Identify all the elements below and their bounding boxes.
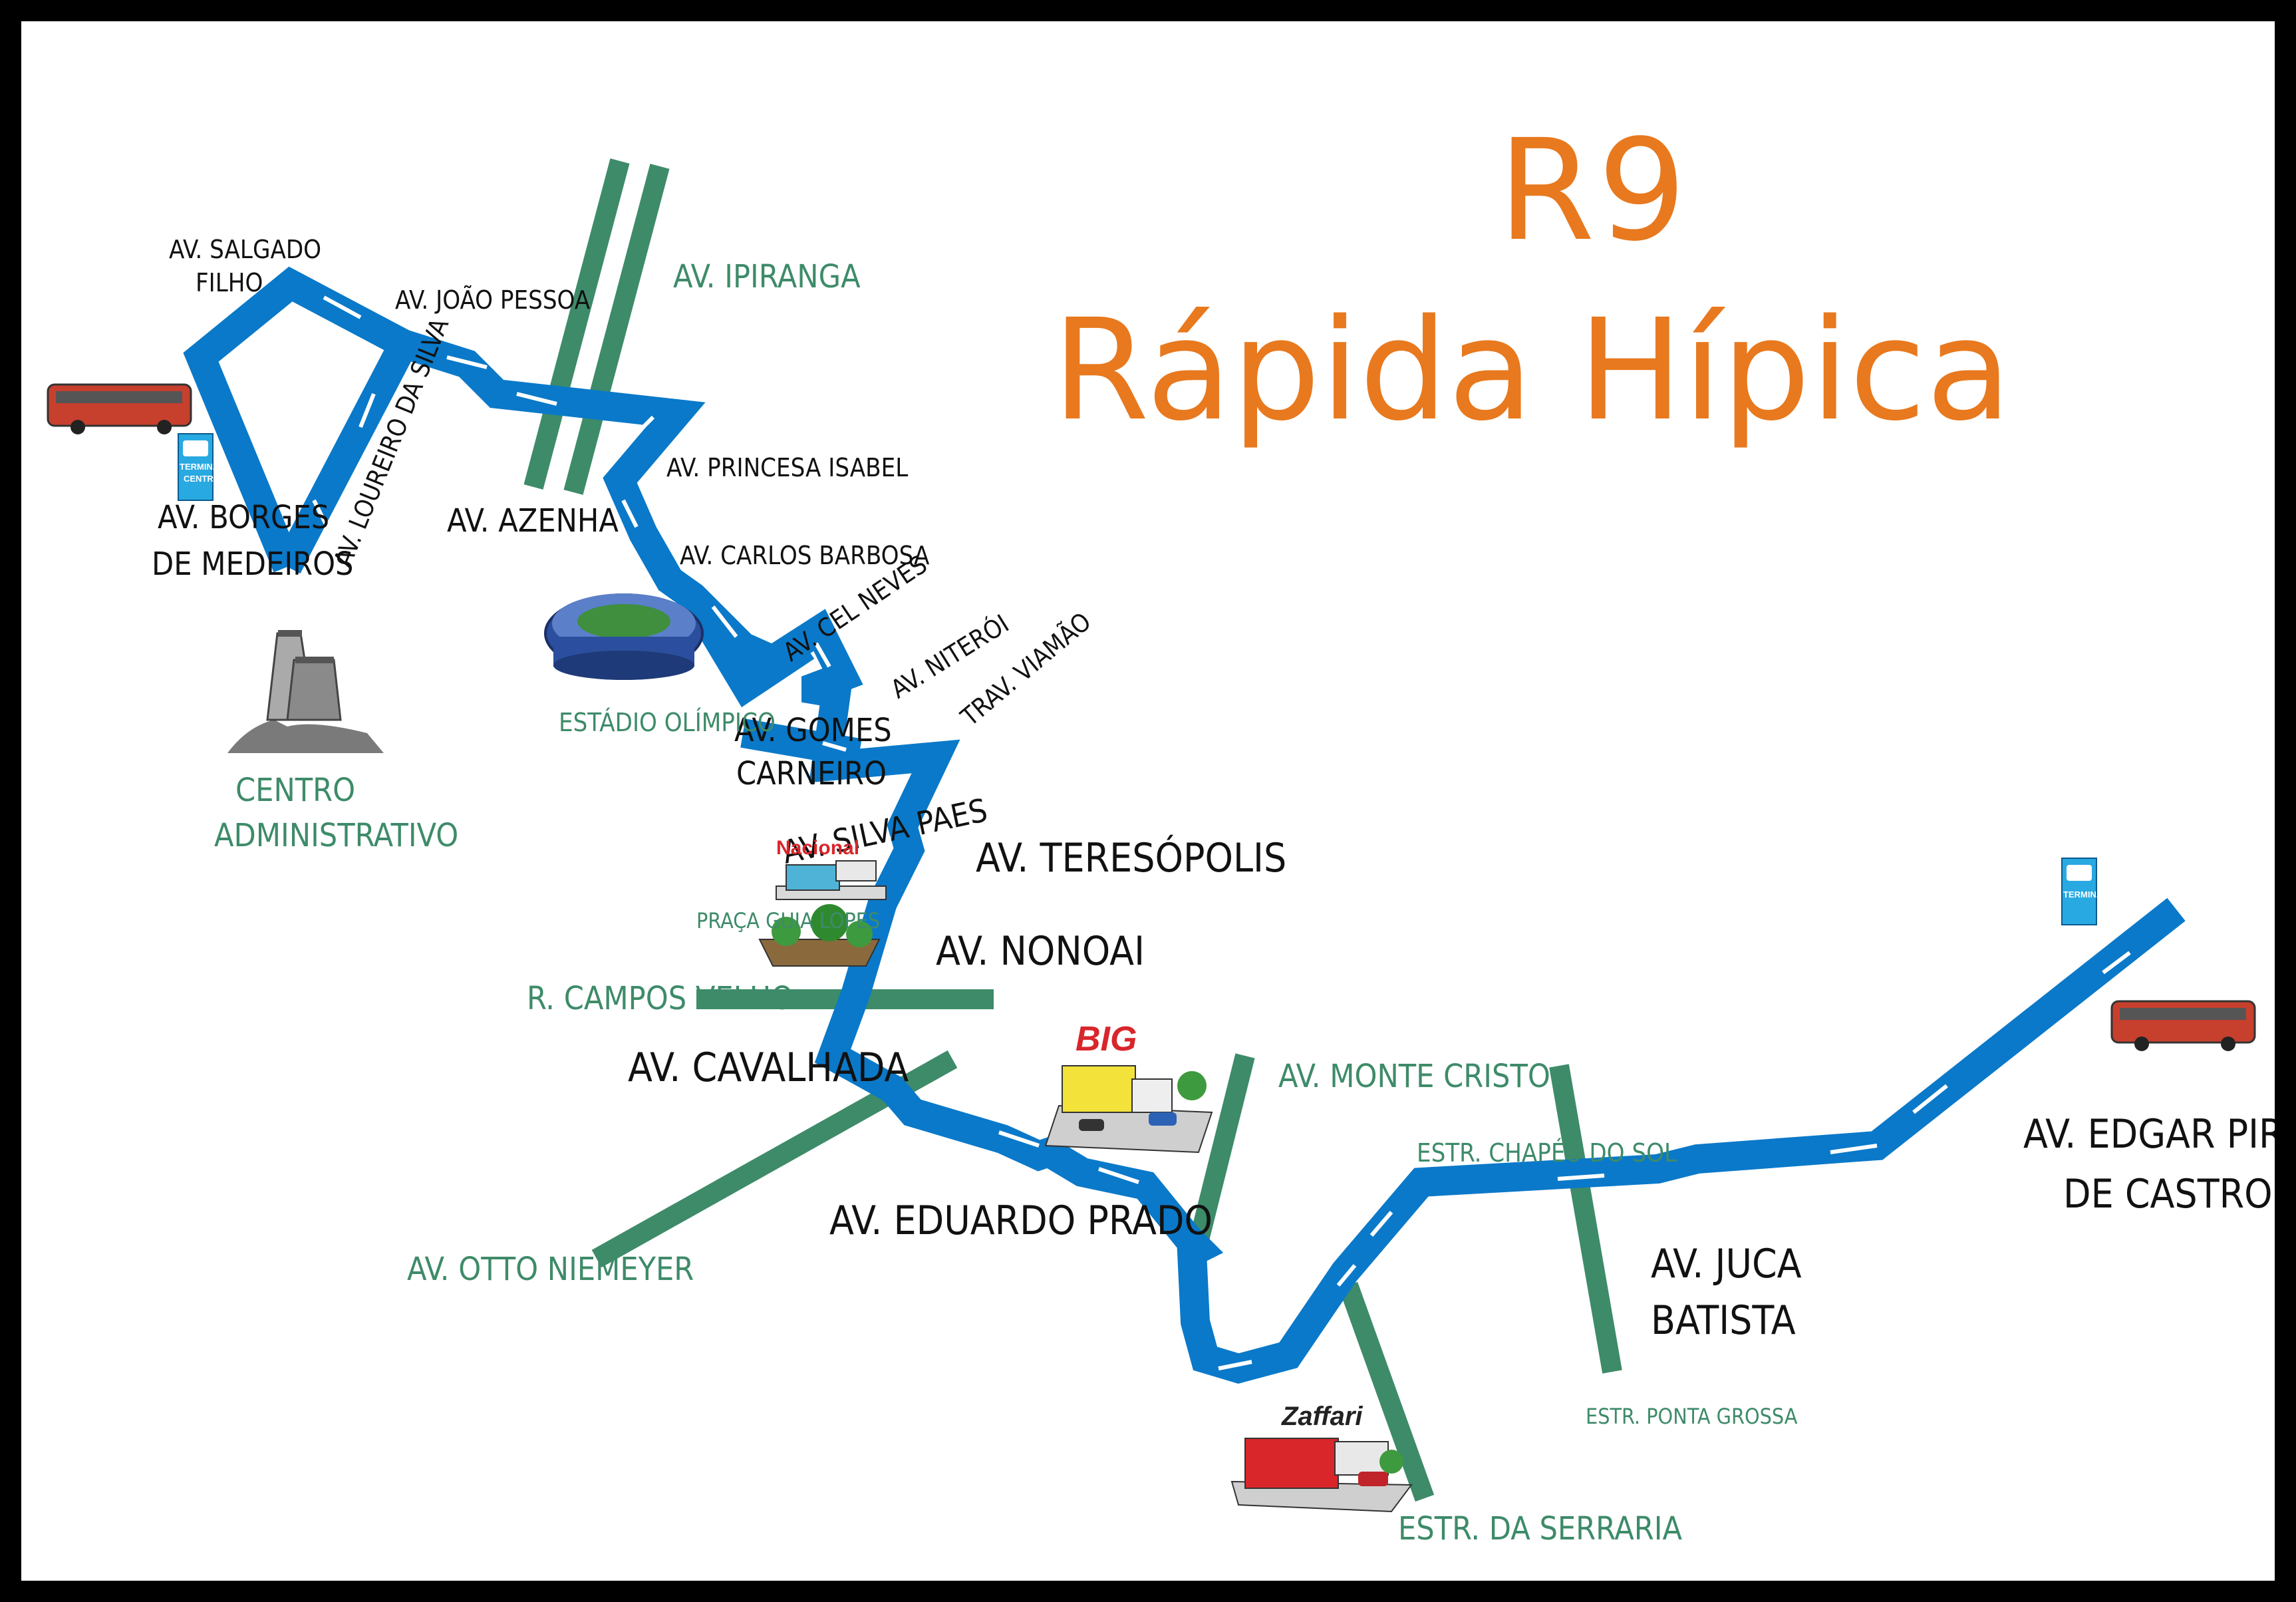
arrow [359, 393, 376, 428]
label-chapeu-do-sol: ESTR. CHAPÉU DO SOL [1417, 1138, 1677, 1168]
arrow [312, 499, 329, 528]
label-otto-niemeyer: AV. OTTO NIEMEYER [407, 1251, 694, 1288]
nacional-store-icon [776, 860, 887, 900]
bus-icon-left [47, 383, 192, 434]
label-big: BIG [1076, 1020, 1137, 1058]
big-store-icon [1044, 1065, 1213, 1154]
stadium-icon [544, 593, 704, 680]
label-nacional: Nacional [776, 837, 860, 859]
terminal-centro-sign [178, 433, 214, 501]
label-joao-pessoa: AV. JOÃO PESSOA [395, 285, 591, 315]
arrow [446, 355, 488, 369]
label-gomes-2: CARNEIRO [736, 755, 887, 792]
ponta-grossa-line [1549, 1064, 1622, 1374]
bus-icon-right [2110, 1000, 2256, 1051]
label-nonoai: AV. NONOAI [936, 928, 1145, 975]
label-edgar-1: AV. EDGAR PIRES [2023, 1111, 2275, 1158]
label-salgado-filho-2: FILHO [196, 268, 263, 297]
label-azenha: AV. AZENHA [447, 502, 619, 540]
arrow [1098, 1167, 1139, 1184]
serraria-line [1338, 1281, 1435, 1502]
ipiranga-line-1 [523, 158, 630, 490]
arrow [2102, 951, 2131, 975]
label-carlos-barbosa: AV. CARLOS BARBOSA [680, 541, 930, 570]
arrow [1369, 1211, 1393, 1237]
label-estadio: ESTÁDIO OLÍMPICO [559, 708, 776, 737]
label-juca-1: AV. JUCA [1651, 1241, 1802, 1287]
praca-guia-lopes-icon [758, 904, 881, 967]
ipiranga-line-2 [563, 164, 670, 495]
arrow [638, 415, 655, 432]
arrow [323, 295, 362, 319]
label-salgado-filho-1: AV. SALGADO [169, 235, 322, 264]
route-main [399, 330, 2186, 1384]
label-ponta-grossa: ESTR. PONTA GROSSA [1586, 1404, 1798, 1429]
arrow [621, 499, 639, 528]
arrow [1218, 1360, 1252, 1370]
label-cavalhada: AV. CAVALHADA [628, 1044, 909, 1091]
arrow [822, 741, 847, 752]
route-gomes-carneiro [694, 612, 815, 708]
route-code: R9 [1498, 109, 1689, 272]
label-praca: PRAÇA GUIA LOPES [696, 908, 881, 933]
terminal-end-sign [2061, 858, 2097, 925]
label-monte-cristo: AV. MONTE CRISTO [1278, 1058, 1550, 1095]
route-name: Rápida Hípica [1052, 289, 2012, 452]
label-edgar-2: DE CASTRO [2063, 1171, 2273, 1217]
arrow [1830, 1144, 1878, 1154]
label-serraria: ESTR. DA SERRARIA [1398, 1510, 1682, 1547]
label-borges-1: AV. BORGES [158, 499, 330, 536]
terminal-end-text: TERMINAL [2063, 889, 2108, 899]
arrow [1912, 1084, 1948, 1114]
terminal-centro-text-1: TERMINAL [180, 462, 225, 472]
label-princesa-isabel: AV. PRINCESA ISABEL [666, 453, 909, 482]
arrow [516, 392, 557, 406]
arrow [711, 605, 738, 638]
arrow [232, 383, 253, 428]
arrow [814, 642, 831, 668]
arrow [1336, 1264, 1357, 1287]
centro-administrativo-icon [227, 630, 384, 753]
label-campos-velho: R. CAMPOS VELHO [527, 980, 794, 1017]
route-map-graphics [47, 158, 2256, 1513]
arrow [877, 836, 891, 867]
label-centro-1: CENTRO [235, 772, 356, 809]
arrow [1557, 1174, 1605, 1181]
label-teresopolis: AV. TERESÓPOLIS [976, 835, 1287, 881]
label-borges-2: DE MEDEIROS [152, 546, 354, 583]
label-juca-2: BATISTA [1651, 1297, 1796, 1344]
terminal-centro-text-2: CENTRO [184, 474, 220, 484]
arrow [998, 1130, 1040, 1148]
label-gomes-1: AV. GOMES [734, 712, 892, 749]
monte-cristo-line [1189, 1053, 1255, 1245]
zaffari-store-icon [1230, 1438, 1413, 1513]
label-eduardo-prado: AV. EDUARDO PRADO [829, 1198, 1213, 1244]
route-map: R9 Rápida Hípica AV. SALGADO FILHO AV. J… [21, 21, 2275, 1581]
label-zaffari: Zaffari [1282, 1402, 1363, 1431]
label-ipiranga: AV. IPIRANGA [673, 258, 861, 295]
label-centro-2: ADMINISTRATIVO [214, 817, 459, 854]
